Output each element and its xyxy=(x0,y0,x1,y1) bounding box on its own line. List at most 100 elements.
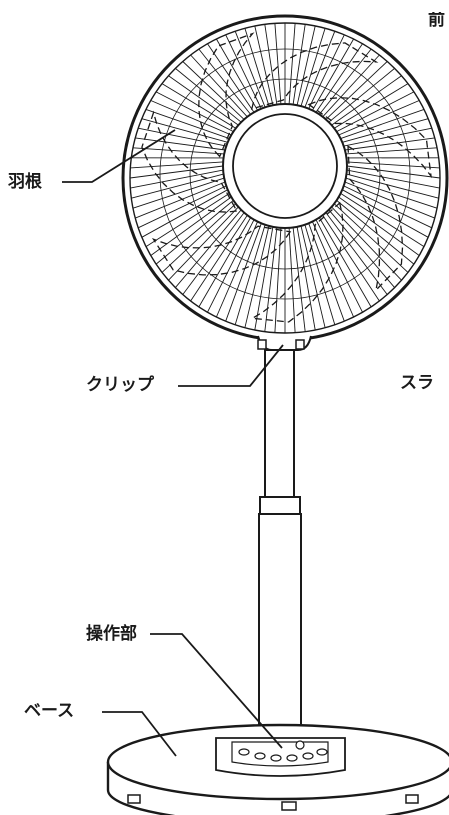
fan-blade xyxy=(141,110,238,213)
guard-spoke xyxy=(331,75,402,126)
guard-spoke xyxy=(346,173,439,199)
pole-collar xyxy=(259,496,301,515)
guard-spoke xyxy=(336,91,415,133)
upper-pole xyxy=(264,349,295,498)
leader-base xyxy=(102,711,177,757)
guard-spoke xyxy=(340,108,425,140)
guard-spoke xyxy=(129,165,224,179)
label-control-panel: 操作部 xyxy=(86,624,137,644)
leader-control-panel xyxy=(150,633,283,749)
guard-spoke xyxy=(308,223,345,322)
guard-spoke xyxy=(131,173,224,199)
guard-spoke xyxy=(288,227,296,333)
fan-blades xyxy=(141,32,432,323)
guard-spoke xyxy=(135,181,226,219)
guard-spoke xyxy=(274,23,282,105)
guard-spoke xyxy=(346,169,440,189)
label-base: ベース xyxy=(24,701,75,721)
guard-spoke xyxy=(319,48,372,115)
guard-spoke xyxy=(325,212,388,295)
label-clip: クリップ xyxy=(86,375,154,395)
guard-spoke xyxy=(132,147,225,155)
guard-spoke xyxy=(190,214,248,302)
guard-spoke xyxy=(338,100,420,136)
guard-spoke xyxy=(340,193,425,247)
guard-concentric-rings xyxy=(159,48,411,300)
guard-spoke xyxy=(141,189,228,238)
guard-spoke xyxy=(155,91,234,133)
guard-spoke xyxy=(300,225,326,328)
guard-spoke xyxy=(234,224,266,325)
guard-spoke xyxy=(331,206,402,281)
guard-spoke xyxy=(304,224,336,325)
guard-spoke xyxy=(130,161,224,169)
guard-spoke xyxy=(150,196,232,256)
guard-spoke xyxy=(150,100,232,136)
guard-spoke xyxy=(292,24,306,105)
hub-center xyxy=(232,113,338,219)
label-front-cut: 前 xyxy=(428,12,445,29)
guard-spoke xyxy=(345,177,438,209)
fan-blade xyxy=(307,97,432,179)
guard-spoke xyxy=(322,214,380,302)
guard-spoke xyxy=(333,203,409,273)
guard-spoke xyxy=(328,209,395,288)
control-panel xyxy=(215,737,346,777)
leader-clip xyxy=(178,344,284,387)
guard-spoke xyxy=(344,137,435,151)
guard-spoke xyxy=(292,227,306,332)
guard-spoke xyxy=(216,38,258,111)
guard-spoke xyxy=(296,25,316,106)
guard-spoke xyxy=(138,127,227,147)
guard-ring xyxy=(159,48,411,300)
guard-spoke xyxy=(190,54,248,118)
guard-spokes xyxy=(129,23,441,333)
guard-spoke xyxy=(161,203,237,273)
guard-spoke xyxy=(155,200,234,265)
guard-spoke xyxy=(319,217,372,308)
guard-spoke xyxy=(343,185,432,229)
guard-spoke xyxy=(182,212,245,295)
guard-spoke xyxy=(182,61,245,120)
guard-spoke xyxy=(342,189,429,238)
label-stand-cut: スラ xyxy=(400,375,434,392)
guard-spoke xyxy=(132,177,225,209)
guard-spoke xyxy=(145,193,230,247)
guard-spoke xyxy=(328,68,395,123)
guard-spoke xyxy=(296,226,316,331)
fan-guard xyxy=(121,14,449,342)
guard-spoke xyxy=(315,219,363,313)
guard-spoke xyxy=(304,31,336,108)
guard-spoke xyxy=(175,209,242,288)
guard-spoke xyxy=(322,54,380,118)
guard-spoke xyxy=(264,24,278,105)
guard-spoke xyxy=(168,75,239,126)
guard-spoke xyxy=(244,225,270,328)
guard-spoke xyxy=(207,43,255,113)
guard-ring xyxy=(189,78,381,270)
guard-spoke xyxy=(336,200,415,265)
guard-spoke xyxy=(315,43,363,113)
guard-spoke xyxy=(312,38,354,111)
guard-spoke xyxy=(308,34,345,109)
guard-spoke xyxy=(325,61,388,120)
guard-spoke xyxy=(254,25,274,106)
fan-blade xyxy=(250,42,379,110)
label-blade: 羽根 xyxy=(8,172,42,192)
clip xyxy=(257,335,312,351)
guard-spoke xyxy=(346,165,441,179)
guard-spoke xyxy=(234,31,266,108)
guard-spoke xyxy=(338,196,420,256)
guard-spoke xyxy=(145,108,230,140)
guard-spoke xyxy=(344,181,435,219)
guard-spoke xyxy=(198,217,251,308)
guard-spoke xyxy=(244,28,270,107)
guard-spoke xyxy=(254,226,274,331)
guard-spoke xyxy=(264,227,278,332)
guard-spoke xyxy=(333,83,409,129)
guard-spoke xyxy=(300,28,326,107)
guard-spoke xyxy=(342,118,429,143)
fan-blade xyxy=(250,201,344,323)
guard-spoke xyxy=(215,221,259,318)
